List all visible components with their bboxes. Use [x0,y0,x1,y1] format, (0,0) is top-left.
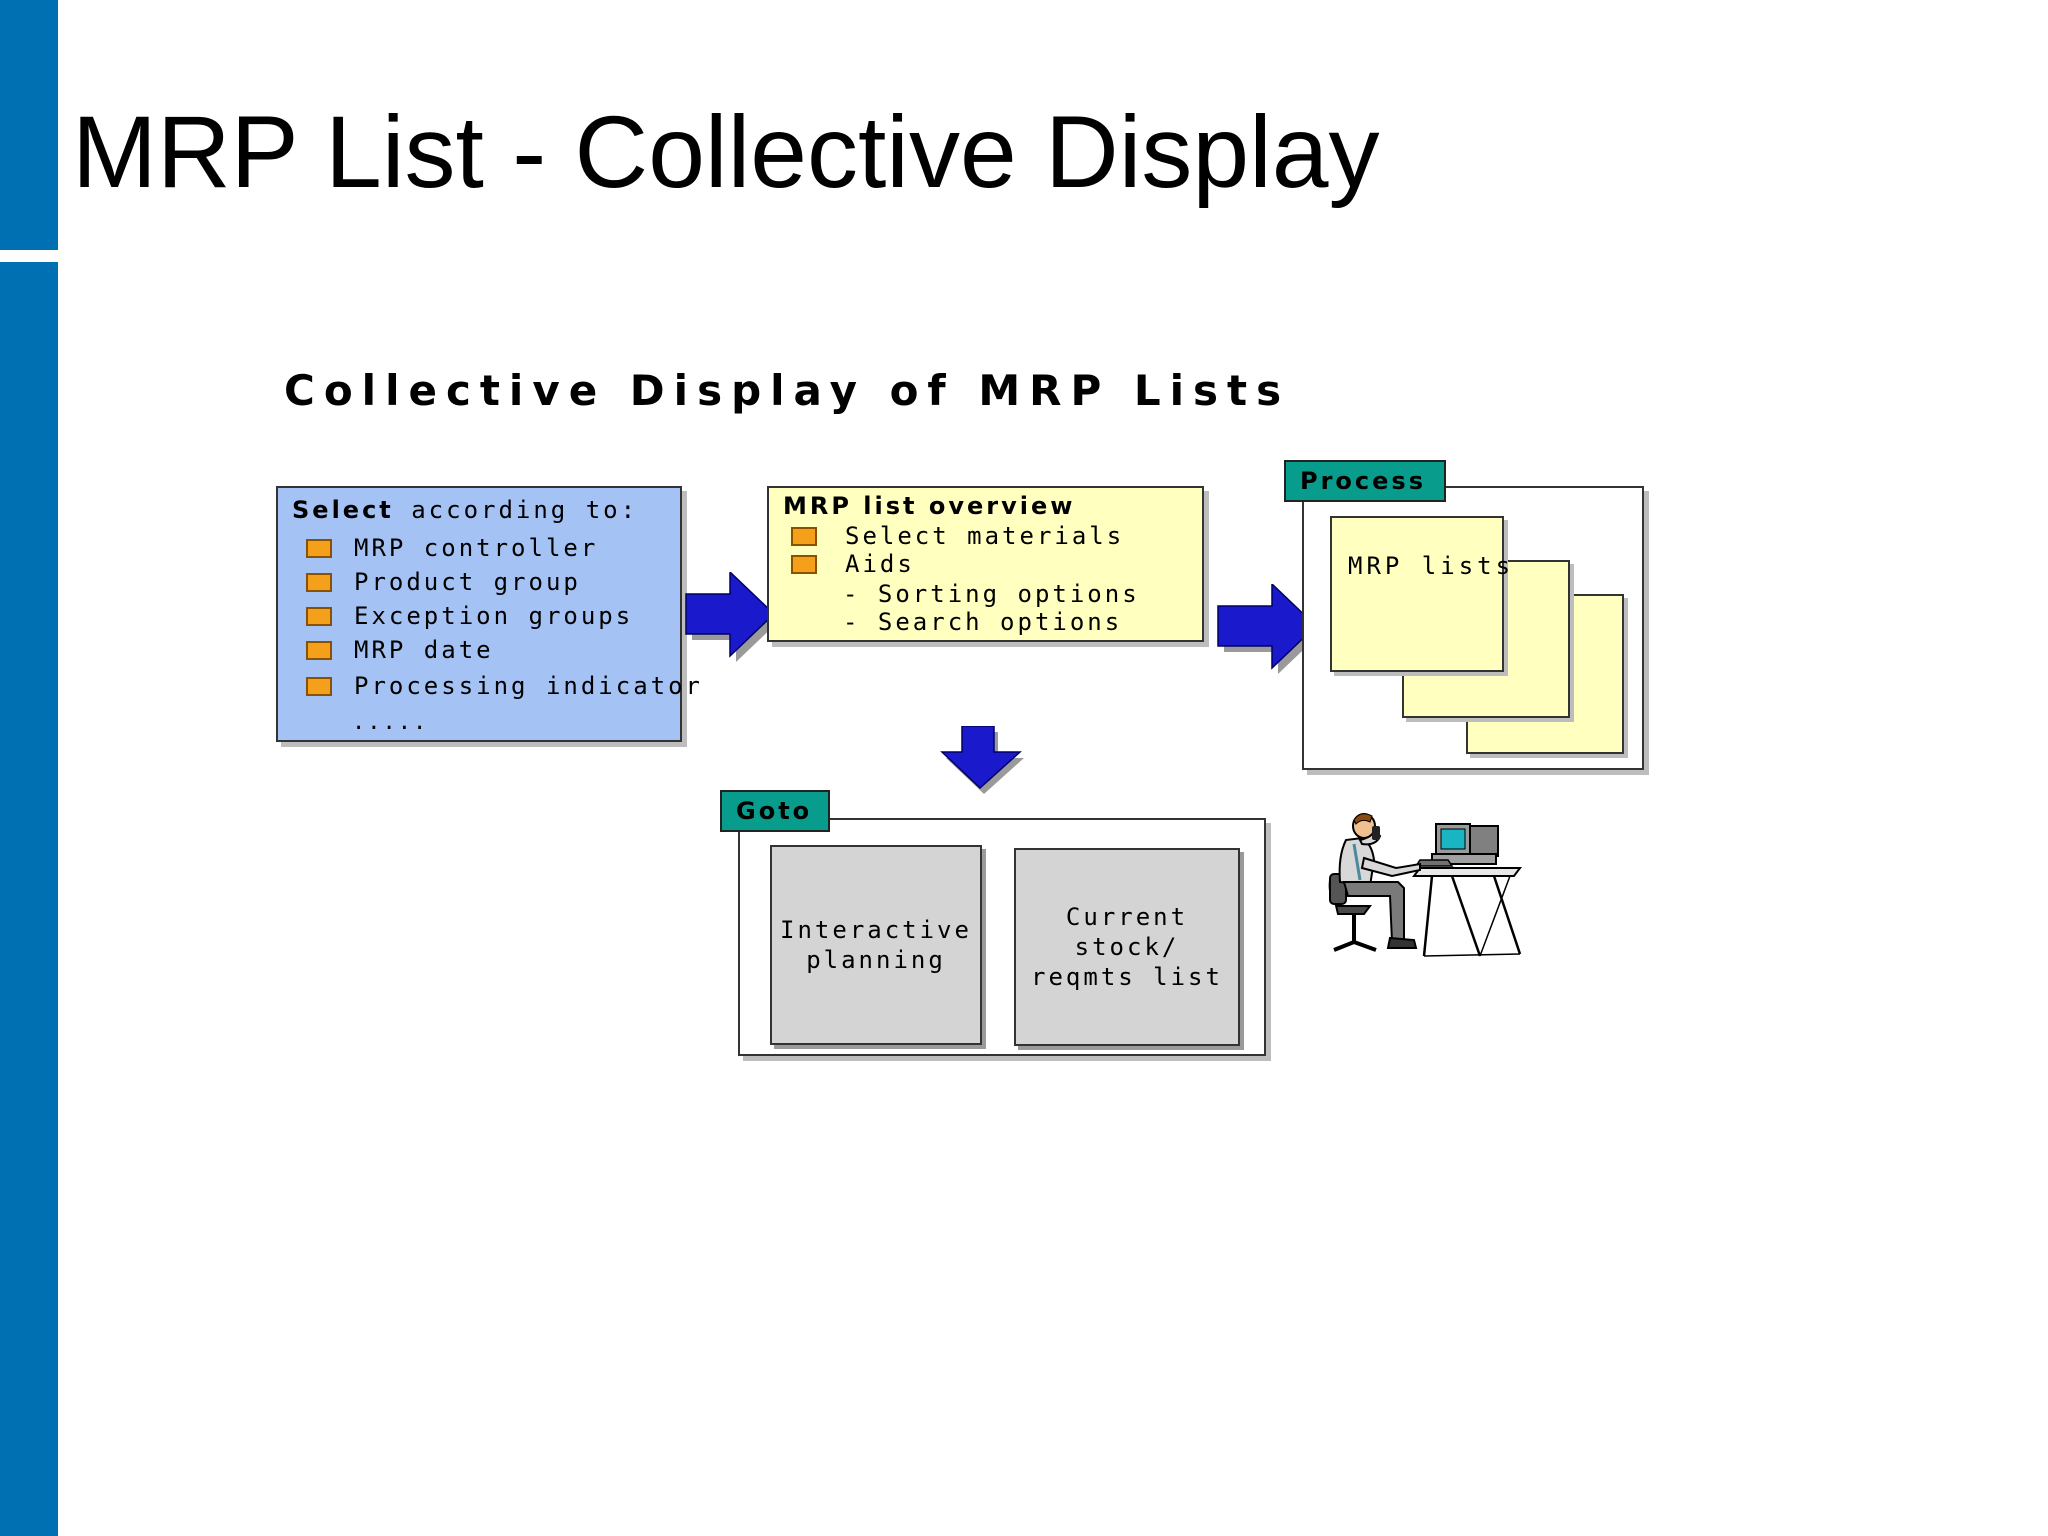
overview-item-label: Aids [845,550,915,578]
accent-bar-bottom [0,262,58,1536]
bullet-square-icon [306,640,332,660]
mrp-list-overview-box: MRP list overview Select materials Aids … [767,486,1204,642]
overview-item-label: Select materials [845,522,1125,550]
interactive-planning-option: Interactive planning [770,845,982,1045]
bullet-square-icon [306,572,332,592]
person-at-computer-icon [1328,813,1522,957]
ellipsis: ..... [352,710,429,735]
criterion-item: Exception groups [306,602,633,630]
process-tab: Process [1284,460,1446,502]
overview-item: Select materials [791,522,1124,550]
bullet-square-icon [306,676,332,696]
select-heading-bold: Select [292,496,394,524]
bullet-square-icon [791,526,817,546]
overview-item: Aids [791,550,915,578]
select-heading: Select according to: [292,496,638,524]
arrow-right-icon [685,572,780,662]
criterion-label: Exception groups [354,602,634,630]
criterion-label: MRP controller [354,534,599,562]
select-heading-rest: according to: [393,496,639,524]
slide-title: MRP List - Collective Display [72,95,1380,209]
criterion-item: MRP date [306,636,494,664]
stock-reqmts-list-option: Current stock/ reqmts list [1014,848,1240,1046]
overview-heading: MRP list overview [783,492,1076,520]
bullet-square-icon [791,554,817,574]
criterion-item: Processing indicator [306,672,703,700]
criterion-label: Processing indicator [354,672,703,700]
overview-sub-item: - Search options [843,608,1123,636]
accent-bar-top [0,0,58,250]
select-criteria-box: Select according to: MRP controller Prod… [276,486,700,742]
goto-tab: Goto [720,790,830,832]
overview-sub-item: - Sorting options [843,580,1140,608]
bullet-square-icon [306,606,332,626]
diagram-title: Collective Display of MRP Lists [284,366,1291,415]
mrp-list-document-front: MRP lists [1330,516,1510,672]
arrow-down-icon [940,726,1024,794]
bullet-square-icon [306,538,332,558]
criterion-label: MRP date [354,636,494,664]
criterion-item: MRP controller [306,534,598,562]
criterion-item: Product group [306,568,581,596]
arrow-right-icon [1217,584,1322,674]
mrp-lists-label: MRP lists [1348,552,1515,580]
criterion-label: Product group [354,568,581,596]
